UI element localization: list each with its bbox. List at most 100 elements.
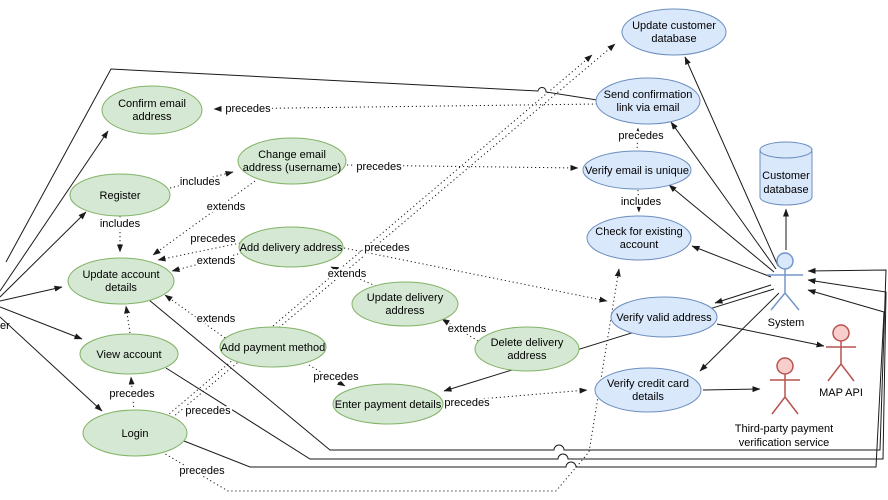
- usecase-register[interactable]: Register: [69, 173, 171, 217]
- actor-system[interactable]: System: [767, 252, 805, 329]
- edge-label: precedes: [618, 130, 664, 142]
- edge-labels: precedes includes extends includes prece…: [98, 101, 666, 479]
- edge-label: includes: [621, 196, 662, 208]
- edge-actor-update-account[interactable]: [0, 285, 63, 302]
- svg-text:Enter payment details: Enter payment details: [335, 399, 442, 411]
- usecase-enter-payment-details[interactable]: Enter payment details: [332, 383, 444, 425]
- usecase-login[interactable]: Login: [82, 409, 188, 457]
- usecase-label: Update customer: [632, 20, 716, 32]
- edge-label: extends: [197, 255, 236, 267]
- edge-system-verify-credit[interactable]: [699, 292, 780, 372]
- edge-add-payment-precedes-enter-payment[interactable]: [308, 364, 346, 387]
- edge-update-delivery-extends-add-delivery[interactable]: [330, 266, 377, 287]
- edge-register-includes-change-email[interactable]: [169, 170, 234, 189]
- svg-text:Add delivery address: Add delivery address: [240, 242, 343, 254]
- edge-add-delivery-precedes-verify-address[interactable]: [343, 247, 608, 303]
- edge-actor-login[interactable]: [0, 316, 103, 412]
- edge-actor-register[interactable]: [0, 211, 87, 298]
- usecase-verify-email-unique[interactable]: Verify email is unique: [582, 150, 692, 190]
- edge-label: precedes: [190, 233, 236, 245]
- usecase-verify-valid-address[interactable]: Verify valid address: [610, 296, 718, 338]
- svg-text:View account: View account: [96, 349, 161, 361]
- edge-view-account-system-route[interactable]: [165, 278, 887, 460]
- edge-system-send-confirmation[interactable]: [670, 121, 777, 270]
- edge-label: includes: [100, 218, 141, 230]
- edge-actor-confirm-email[interactable]: [0, 130, 109, 292]
- edge-login-system-route[interactable]: [183, 289, 885, 468]
- usecase-add-payment-method[interactable]: Add payment method: [219, 326, 327, 368]
- usecase-label: Delete delivery: [491, 337, 564, 349]
- edge-label: precedes: [225, 103, 271, 115]
- usecase-label: Enter payment details: [335, 399, 442, 411]
- svg-text:System: System: [768, 317, 805, 329]
- edge-login-precedes-check-existing-route[interactable]: [161, 268, 621, 492]
- edge-verify-email-precedes-send-confirmation[interactable]: [634, 127, 641, 153]
- edge-system-enter-payment[interactable]: [443, 288, 775, 392]
- edge-label: precedes: [313, 371, 359, 383]
- edge-actor-send-confirmation[interactable]: [5, 68, 598, 263]
- edge-add-delivery-extends-update-account[interactable]: [171, 252, 243, 273]
- usecase-label: Verify email is unique: [585, 165, 689, 177]
- edge-label: extends: [448, 323, 487, 335]
- edge-label: precedes: [185, 405, 231, 417]
- edge-label: extends: [328, 268, 367, 280]
- actor-map-api-label: MAP API: [819, 387, 863, 399]
- edge-actor-view-account[interactable]: [0, 306, 83, 340]
- usecase-label: View account: [96, 349, 161, 361]
- usecase-label: Confirm email: [118, 98, 186, 110]
- usecase-label: Update delivery: [367, 292, 444, 304]
- edge-update-account-system-route[interactable]: [142, 267, 887, 451]
- edge-change-email-precedes-verify-email[interactable]: [346, 164, 579, 171]
- usecase-add-delivery-address[interactable]: Add delivery address: [238, 226, 344, 268]
- actor-map-api[interactable]: MAP API: [819, 324, 863, 399]
- edge-system-verify-email[interactable]: [668, 184, 775, 273]
- usecase-label: Send confirmation: [604, 89, 693, 101]
- usecase-label: Update account: [82, 269, 159, 281]
- edge-label: includes: [180, 176, 221, 188]
- usecase-label: Register: [100, 190, 141, 202]
- usecase-view-account[interactable]: View account: [79, 333, 179, 375]
- edge-precedes-update-customer-db-2[interactable]: [147, 54, 593, 433]
- edge-label: precedes: [356, 161, 402, 173]
- edge-system-update-customer-db[interactable]: [684, 56, 779, 267]
- edge-system-verify-address[interactable]: [714, 284, 772, 304]
- edge-delete-delivery-extends-update-delivery[interactable]: [441, 318, 479, 342]
- edge-label: precedes: [364, 242, 410, 254]
- edge-change-email-extends-update-account[interactable]: [152, 180, 256, 256]
- actor-left-label-fragment: er: [0, 320, 10, 332]
- edge-view-account-precedes-update-account[interactable]: [124, 305, 131, 334]
- edge-login-precedes-view-account[interactable]: [128, 376, 135, 412]
- edge-label: extends: [207, 201, 246, 213]
- usecase-label: Change email: [258, 149, 326, 161]
- edge-add-payment-extends-update-account[interactable]: [164, 294, 226, 339]
- edge-system-check-existing[interactable]: [691, 245, 772, 278]
- usecase-label: Add payment method: [221, 342, 326, 354]
- actor-body: [770, 374, 800, 415]
- actor-third-party-label: Third-party payment: [735, 423, 833, 435]
- svg-text:Add payment method: Add payment method: [221, 342, 326, 354]
- edge-verify-credit-third-party[interactable]: [702, 386, 761, 393]
- actor-head: [832, 324, 850, 342]
- usecase-label: Add delivery address: [240, 242, 343, 254]
- edge-verify-address-map-api[interactable]: [716, 323, 825, 348]
- edge-login-precedes-update-customer-db[interactable]: [159, 43, 616, 429]
